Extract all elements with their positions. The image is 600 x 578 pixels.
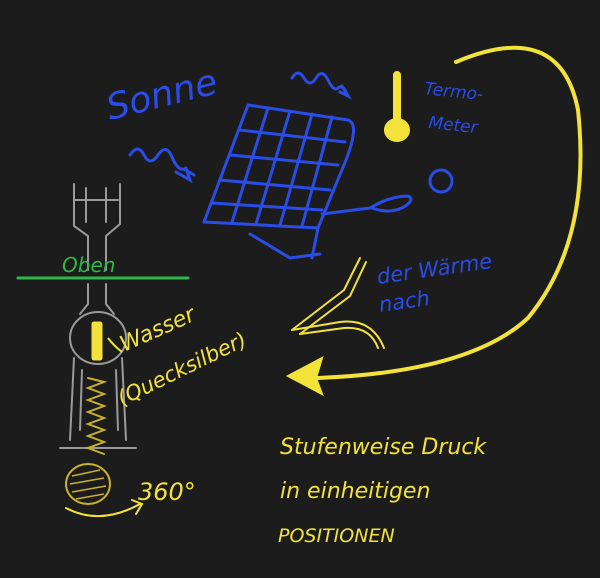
sun-label: Sonne — [102, 62, 221, 129]
shaft-mechanism — [59, 183, 137, 449]
rotation-arrow-icon — [65, 499, 144, 518]
weight-bulb-icon — [65, 463, 111, 505]
thermometer-icon — [384, 71, 410, 142]
note-line3: POSITIONEN — [278, 525, 395, 547]
note-line1: Stufenweise Druck — [280, 435, 487, 460]
solar-panel — [202, 103, 413, 260]
thermometer-label-line2: Meter — [427, 113, 479, 138]
weight-hatching — [69, 469, 107, 500]
pointer-line — [107, 337, 123, 353]
water-label-line1: Wasser — [116, 301, 201, 357]
heat-label-line2: nach — [377, 286, 431, 317]
arrow-head-icon — [285, 355, 324, 397]
top-label: Oben — [62, 253, 115, 277]
spring-coil — [85, 377, 108, 455]
sun-rays — [128, 71, 352, 184]
heat-label-line1: der Wärme — [375, 249, 493, 289]
rotation-label: 360° — [138, 478, 196, 506]
heat-flow-arrow — [316, 45, 583, 380]
note-line2: in einheitigen — [280, 479, 430, 504]
heat-wave-lines — [291, 257, 385, 349]
thermometer-label-line1: Termo- — [423, 79, 484, 105]
sun-circle-icon — [428, 168, 454, 194]
water-vial-icon — [91, 321, 103, 361]
